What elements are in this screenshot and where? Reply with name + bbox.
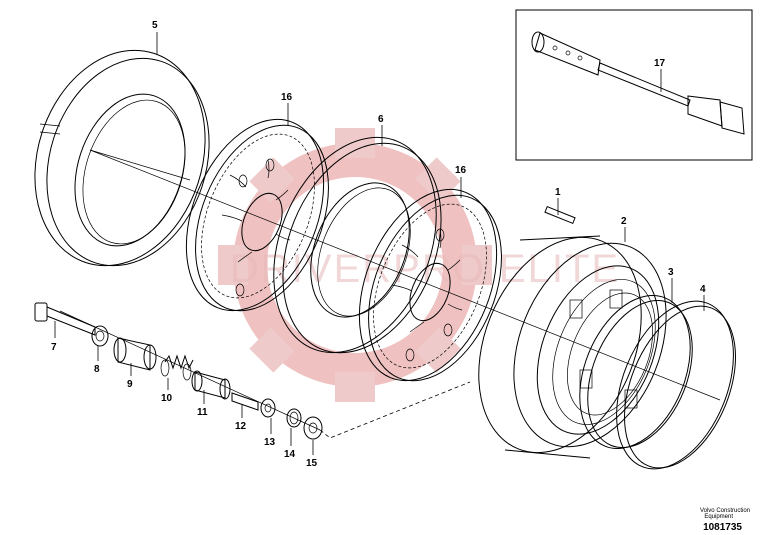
part-11-valve-sleeve: [191, 370, 231, 400]
assembly-path-line: [319, 381, 471, 439]
callout-14: 14: [284, 449, 296, 460]
part-8-washer: [91, 325, 109, 347]
callout-16-right: 16: [455, 165, 467, 176]
part-7-bolt: [34, 302, 96, 336]
callout-6: 6: [378, 114, 384, 125]
callout-9: 9: [127, 379, 133, 390]
valve-axis-line: [59, 310, 321, 431]
part-6-steel-plate: [273, 136, 442, 354]
drawing-number: 1081735: [703, 522, 742, 533]
part-3-seal-ring: [579, 294, 693, 450]
part-2-housing: [478, 235, 667, 459]
part-16-friction-disc-right: [358, 188, 502, 382]
leader-lines: [54, 32, 705, 455]
callout-5: 5: [152, 20, 158, 31]
callout-8: 8: [94, 364, 100, 375]
callout-17: 17: [654, 58, 666, 69]
part-9-sleeve: [113, 337, 157, 371]
callout-13: 13: [264, 437, 276, 448]
part-12-plunger: [231, 392, 259, 411]
callout-16-left: 16: [281, 92, 293, 103]
callout-4: 4: [700, 284, 706, 295]
part-10-spring: [160, 354, 194, 381]
callout-15: 15: [306, 458, 318, 469]
part-13-nut: [260, 398, 276, 418]
callout-2: 2: [621, 216, 627, 227]
part-5-disc: [34, 49, 210, 267]
callout-1: 1: [555, 187, 561, 198]
centre-axis-line: [89, 149, 721, 401]
part-15-plug: [303, 416, 323, 440]
footer-company-line2: Equipment: [704, 514, 733, 520]
callout-10: 10: [161, 393, 173, 404]
callout-11: 11: [197, 407, 208, 418]
part-1-pin: [544, 205, 576, 225]
callout-3: 3: [668, 267, 674, 278]
part-17-tool: [531, 31, 745, 135]
part-14-o-ring: [286, 408, 302, 428]
callout-7: 7: [51, 342, 57, 353]
watermark-gear: [218, 128, 492, 402]
part-4-seal-ring: [616, 300, 736, 470]
inset-box: [515, 9, 753, 161]
footer-company-line1: Volvo Construction: [700, 508, 750, 514]
callout-12: 12: [235, 421, 247, 432]
